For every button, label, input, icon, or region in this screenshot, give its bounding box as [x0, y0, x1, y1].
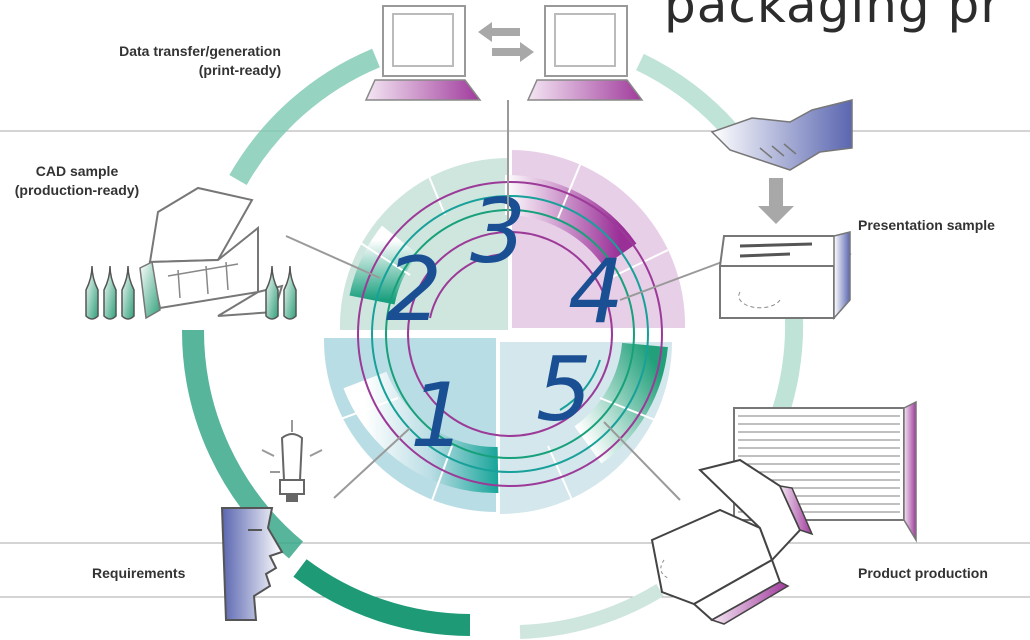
outer-ring-segment-2: [229, 48, 380, 185]
box-sample-icon: [718, 231, 852, 320]
outer-ring-segment-5: [293, 559, 471, 636]
outer-ring-segment-1: [181, 329, 304, 559]
computer-icon: [364, 5, 482, 101]
label-stage-2-line-1: CAD sample: [35, 163, 119, 179]
label-stage-3: Data transfer/generation (print-ready): [84, 42, 316, 80]
lightbulb-icon: [261, 420, 323, 502]
ampoule-icon: [85, 265, 297, 320]
horizontal-rules: [0, 130, 1030, 598]
ring-fragment-2: [559, 359, 601, 411]
label-stage-4: Presentation sample: [858, 216, 995, 235]
handshake-icon: [710, 99, 853, 171]
transfer-arrows-icon: [478, 22, 534, 62]
label-stage-3-line-2: (print-ready): [198, 62, 282, 78]
outer-ring-segment-3: [636, 53, 737, 137]
stage-number-5: 5: [536, 338, 592, 441]
label-stage-5-text: Product production: [858, 565, 988, 581]
face-profile-icon: [220, 507, 284, 621]
stage-number-3: 3: [470, 180, 526, 283]
highlight-arc-5: [573, 342, 668, 464]
wheel-separators: [337, 149, 669, 507]
label-stage-2: CAD sample (production-ready): [0, 162, 154, 200]
ring-purple-outer: [357, 181, 663, 487]
diagram-title: packaging pr: [664, 0, 1002, 34]
label-stage-3-line-1: Data transfer/generation: [119, 43, 281, 59]
stage-number-2: 2: [386, 238, 442, 341]
stage-number-4: 4: [568, 240, 624, 343]
ring-fragment: [429, 253, 506, 319]
label-stage-1-text: Requirements: [92, 565, 186, 581]
highlight-arc-2: [349, 225, 419, 306]
ring-purple-inner: [407, 231, 613, 437]
stage-number-1: 1: [410, 364, 466, 467]
folding-carton-icon: [650, 458, 814, 625]
label-stage-4-text: Presentation sample: [858, 217, 995, 233]
ring-teal-1: [371, 195, 649, 473]
leader-lines: [285, 100, 723, 501]
down-arrow-icon: [758, 178, 794, 224]
open-box-icon: [139, 186, 284, 320]
label-stage-1: Requirements: [92, 564, 185, 583]
ring-teal-2: [385, 209, 635, 459]
label-stage-5: Product production: [858, 564, 988, 583]
computer-icon: [526, 5, 644, 101]
outer-ring-segment-6: [519, 584, 664, 639]
label-stage-2-line-2: (production-ready): [14, 182, 140, 198]
central-wheel: 3 2 4 1 5: [323, 149, 686, 514]
